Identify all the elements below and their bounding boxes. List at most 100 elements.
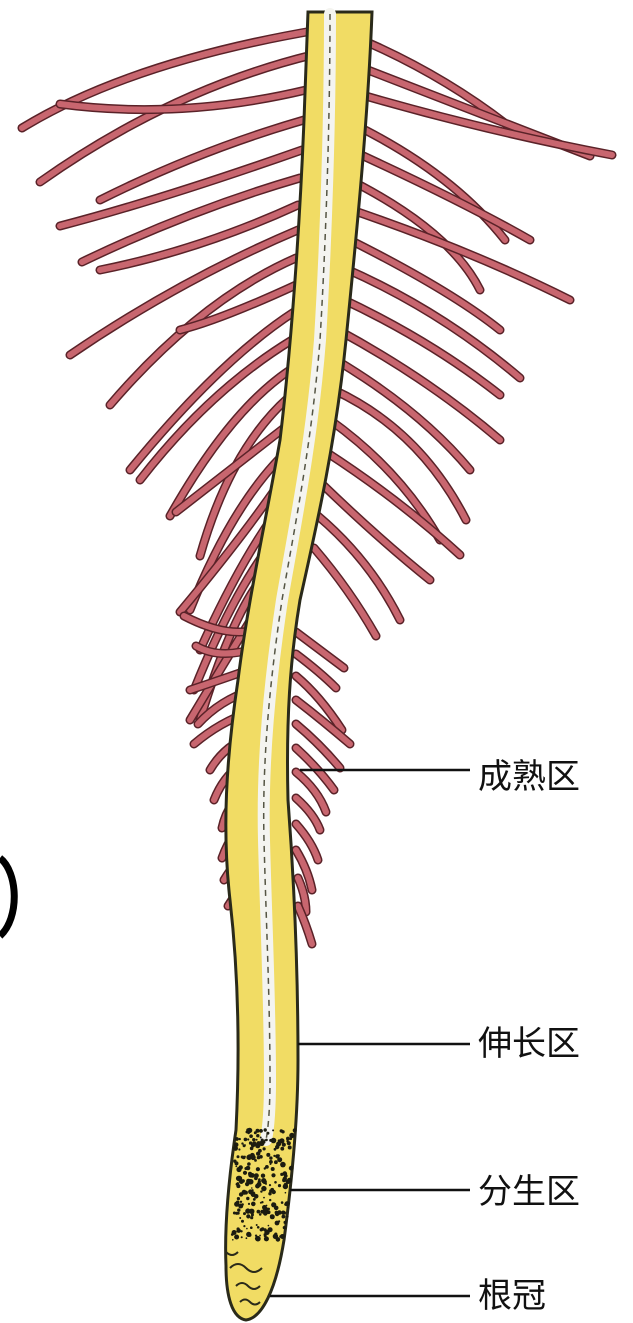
- meristem-cell-dot: [284, 1221, 287, 1224]
- meristem-cell-dot: [266, 1205, 268, 1207]
- meristem-cell-dot: [284, 1203, 286, 1205]
- meristem-cell-dot: [269, 1184, 271, 1186]
- meristem-cell-dot: [271, 1167, 275, 1171]
- meristem-cell-dot: [242, 1190, 247, 1195]
- meristem-cell-dot: [264, 1139, 266, 1141]
- meristem-cell-dot: [251, 1202, 256, 1207]
- meristem-cell-dot: [273, 1155, 275, 1157]
- label-root-cap: 根冠: [478, 1276, 546, 1316]
- meristem-cell-dot: [255, 1236, 261, 1242]
- meristem-cell-dot: [237, 1197, 240, 1200]
- label-mature-zone: 成熟区: [478, 757, 580, 797]
- root-hair-outline: [140, 340, 292, 480]
- meristem-cell-dot: [236, 1184, 240, 1188]
- meristem-cell-dot: [237, 1182, 239, 1184]
- meristem-cell-dot: [289, 1133, 294, 1138]
- meristem-cell-dot: [279, 1235, 282, 1238]
- meristem-cell-dot: [255, 1184, 260, 1189]
- meristem-cell-dot: [232, 1239, 234, 1241]
- meristem-cell-dot: [274, 1160, 278, 1164]
- label-elongation-zone: 伸长区: [478, 1024, 580, 1064]
- meristem-cell-dot: [241, 1179, 245, 1183]
- meristem-cell-dot: [281, 1211, 285, 1215]
- meristem-cell-dot: [259, 1129, 263, 1133]
- meristem-cell-dot: [251, 1143, 255, 1147]
- meristem-cell-dot: [241, 1220, 244, 1223]
- meristem-cell-dot: [247, 1162, 251, 1166]
- meristem-cell-dot: [246, 1232, 251, 1237]
- meristem-cell-dot: [233, 1160, 236, 1163]
- meristem-cell-dot: [270, 1214, 275, 1219]
- meristem-cell-dot: [258, 1180, 261, 1183]
- meristem-cell-dot: [248, 1154, 251, 1157]
- meristem-cell-dot: [283, 1226, 286, 1229]
- meristem-cell-dot: [237, 1212, 240, 1215]
- meristem-cell-dot: [283, 1171, 288, 1176]
- meristem-cell-dot: [246, 1228, 248, 1230]
- meristem-cell-dot: [241, 1142, 243, 1144]
- meristem-cell-dot: [269, 1199, 271, 1201]
- meristem-cell-dot: [251, 1213, 254, 1216]
- meristem-cell-dot: [243, 1144, 246, 1147]
- meristem-cell-dot: [281, 1201, 284, 1204]
- meristem-cell-dot: [238, 1148, 240, 1150]
- meristem-cell-dot: [239, 1138, 241, 1140]
- meristem-cell-dot: [250, 1209, 252, 1211]
- meristem-cell-dot: [289, 1166, 294, 1171]
- meristem-cell-dot: [261, 1174, 265, 1178]
- meristem-cell-dot: [235, 1166, 237, 1168]
- meristem-cell-dot: [252, 1138, 255, 1141]
- cropped-bracket-mark: [0, 858, 14, 936]
- meristem-cell-dot: [263, 1180, 267, 1184]
- meristem-cell-dot: [286, 1137, 290, 1141]
- meristem-cell-dot: [243, 1225, 245, 1227]
- meristem-cell-dot: [264, 1167, 266, 1169]
- meristem-cell-dot: [239, 1217, 241, 1219]
- meristem-cell-dot: [279, 1138, 284, 1143]
- meristem-cell-dot: [286, 1140, 288, 1142]
- meristem-cell-dot: [261, 1227, 265, 1231]
- meristem-cell-dot: [251, 1187, 253, 1189]
- meristem-cell-dot: [257, 1210, 261, 1214]
- meristem-cell-dot: [290, 1138, 293, 1141]
- meristem-cell-dot: [254, 1173, 259, 1178]
- meristem-cell-dot: [263, 1197, 265, 1199]
- meristem-cell-dot: [250, 1226, 253, 1229]
- meristem-cell-dot: [237, 1208, 240, 1211]
- meristem-cell-dot: [287, 1216, 289, 1218]
- meristem-cell-dot: [253, 1198, 256, 1201]
- meristem-cell-dot: [236, 1176, 241, 1181]
- meristem-cell-dot: [235, 1137, 239, 1141]
- meristem-cell-dot: [271, 1138, 277, 1144]
- meristem-cell-dot: [261, 1186, 266, 1191]
- meristem-cell-dot: [275, 1212, 279, 1216]
- meristem-cell-dot: [264, 1128, 267, 1131]
- meristem-cell-dot: [237, 1155, 240, 1158]
- meristem-cell-dot: [237, 1229, 241, 1233]
- meristem-cell-dot: [282, 1215, 286, 1219]
- meristem-cell-dot: [247, 1132, 250, 1135]
- meristem-cell-dot: [247, 1138, 249, 1140]
- meristem-cell-dot: [275, 1221, 280, 1226]
- root-body: [226, 12, 372, 1320]
- meristem-cell-dot: [293, 1128, 297, 1132]
- meristem-cell-dot: [243, 1212, 246, 1215]
- meristem-cell-dot: [278, 1184, 281, 1187]
- meristem-cell-dot: [263, 1211, 268, 1216]
- meristem-cell-dot: [259, 1235, 261, 1237]
- meristem-cell-dot: [264, 1230, 269, 1235]
- meristem-cell-dot: [280, 1162, 286, 1168]
- meristem-cell-dot: [274, 1181, 277, 1184]
- meristem-cell-dot: [233, 1212, 236, 1215]
- meristem-cell-dot: [283, 1184, 288, 1189]
- meristem-cell-dot: [275, 1154, 279, 1158]
- meristem-cell-dot: [270, 1188, 274, 1192]
- meristem-cell-dot: [259, 1213, 262, 1216]
- meristem-cell-dot: [234, 1202, 239, 1207]
- meristem-cell-dot: [249, 1192, 251, 1194]
- meristem-cell-dot: [242, 1156, 246, 1160]
- meristem-cell-dot: [257, 1154, 259, 1156]
- meristem-cell-dot: [244, 1138, 248, 1142]
